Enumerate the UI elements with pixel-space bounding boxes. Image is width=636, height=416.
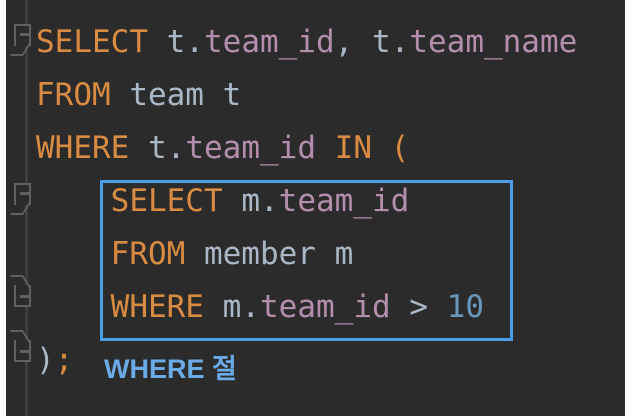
code-token: FROM xyxy=(36,77,111,113)
code-token: m xyxy=(222,289,242,325)
code-token: FROM xyxy=(110,236,186,272)
code-token: ; xyxy=(54,342,74,378)
editor-gutter[interactable] xyxy=(6,0,36,416)
code-token xyxy=(36,183,111,219)
fold-dash xyxy=(20,33,31,36)
code-token: team_id xyxy=(260,289,391,325)
fold-dash xyxy=(20,295,31,298)
code-token: 10 xyxy=(446,289,484,325)
code-token: t xyxy=(148,130,167,166)
code-token: . xyxy=(259,183,279,219)
code-line-2[interactable]: FROM team t xyxy=(36,69,625,122)
code-line-1[interactable]: SELECT t.team_id, t.team_name xyxy=(36,16,625,69)
editor-surface xyxy=(6,0,625,416)
code-area[interactable]: SELECT t.team_id, t.team_name FROM team … xyxy=(36,0,625,416)
code-token: . xyxy=(241,289,260,325)
code-token: , xyxy=(334,24,372,60)
code-token: team_id xyxy=(204,24,335,60)
code-token: member m xyxy=(185,236,354,272)
code-token: SELECT xyxy=(36,24,148,60)
code-token xyxy=(223,183,242,219)
code-token: ) xyxy=(36,342,55,378)
code-token: team_id xyxy=(185,130,316,166)
code-token: ( xyxy=(390,130,410,166)
where-clause-annotation: WHERE 절 xyxy=(104,354,237,384)
code-line-6[interactable]: WHERE m.team_id > 10 xyxy=(36,281,625,334)
code-token: SELECT xyxy=(110,183,223,219)
code-token xyxy=(372,130,391,166)
code-token: . xyxy=(166,130,186,166)
code-token xyxy=(316,130,335,166)
code-token: team t xyxy=(110,77,242,113)
code-token: m xyxy=(241,183,260,219)
fold-start-icon-line-4[interactable] xyxy=(14,183,31,205)
code-line-5[interactable]: FROM member m xyxy=(36,228,625,281)
code-token xyxy=(204,289,223,325)
code-token: team_name xyxy=(409,24,578,60)
code-token: WHERE xyxy=(36,130,130,166)
code-token: WHERE xyxy=(110,289,204,325)
code-line-7[interactable]: ); xyxy=(36,334,625,387)
code-token: IN xyxy=(334,130,372,166)
code-token: . xyxy=(185,24,204,60)
code-token: > xyxy=(390,289,447,325)
fold-dash xyxy=(20,192,31,195)
code-token xyxy=(129,130,148,166)
code-line-4[interactable]: SELECT m.team_id xyxy=(36,175,625,228)
code-token xyxy=(36,236,111,272)
code-token: t xyxy=(166,24,186,60)
fold-dash xyxy=(20,350,31,353)
code-token xyxy=(148,24,167,60)
code-token: t xyxy=(371,24,391,60)
code-token xyxy=(36,289,111,325)
code-token: . xyxy=(390,24,410,60)
fold-start-icon-line-1[interactable] xyxy=(14,24,31,46)
fold-end-icon-line-6[interactable] xyxy=(14,285,31,307)
fold-end-icon-line-7[interactable] xyxy=(14,340,31,362)
code-line-3[interactable]: WHERE t.team_id IN ( xyxy=(36,122,625,175)
code-token: team_id xyxy=(278,183,410,219)
